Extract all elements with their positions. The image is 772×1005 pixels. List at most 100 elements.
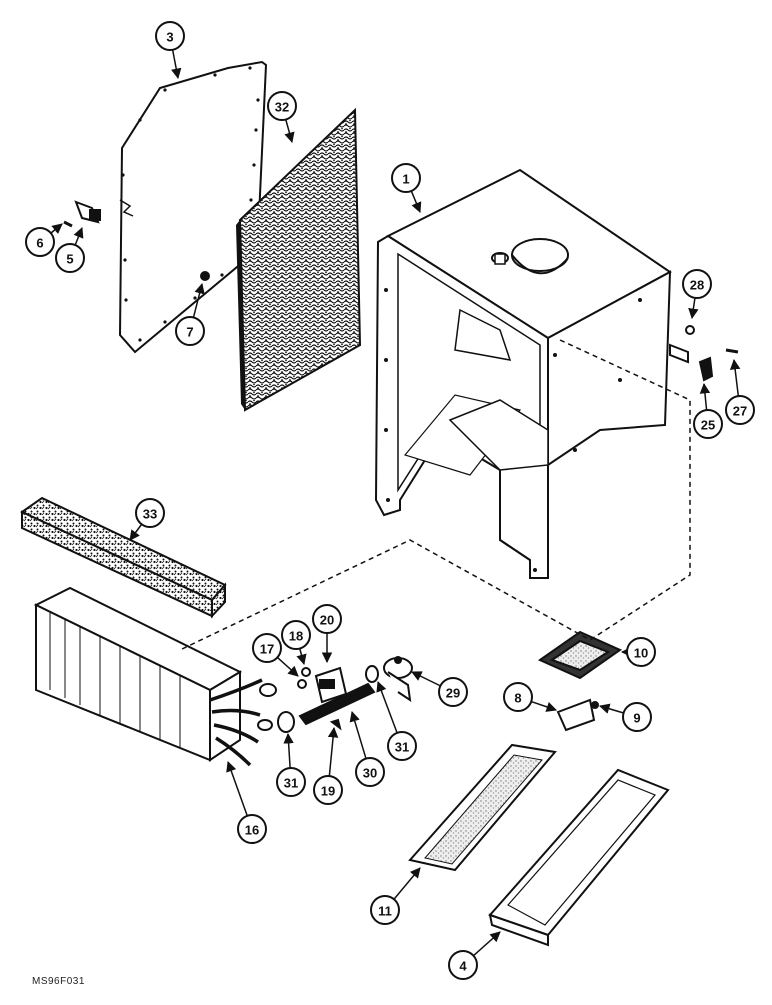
callout-16-leader (226, 761, 248, 817)
callout-28-leader (688, 297, 699, 320)
callout-7-label: 7 (186, 325, 193, 340)
callout-29-circle (438, 677, 468, 707)
filter-tray-11-part (408, 743, 557, 872)
callout-31b: 31 (376, 681, 417, 761)
bracket-8-part (556, 698, 596, 732)
latch-5-part (74, 200, 101, 224)
callout-16: 16 (226, 761, 267, 844)
callout-4: 4 (448, 931, 501, 980)
callout-27-label: 27 (733, 404, 747, 419)
screw-9-part (591, 701, 599, 709)
callout-25: 25 (693, 382, 723, 439)
callout-3: 3 (155, 21, 185, 80)
callout-10-label: 10 (634, 646, 648, 661)
callout-19-leader (327, 726, 339, 777)
gasket-10-part (537, 630, 623, 680)
callout-11: 11 (370, 867, 421, 925)
callout-8-leader (531, 700, 557, 712)
callout-1: 1 (391, 163, 422, 213)
callout-30-leader (349, 710, 367, 759)
callout-16-circle (237, 814, 267, 844)
side-panel-part (118, 60, 268, 354)
callout-6: 6 (25, 223, 63, 257)
callout-5-leader (73, 227, 84, 246)
callout-32-leader (284, 119, 295, 144)
callout-29-leader (411, 671, 441, 687)
callout-20-circle (312, 604, 342, 634)
callout-10: 10 (620, 637, 656, 667)
callout-19-label: 19 (321, 784, 335, 799)
o-ring-31b-part (365, 665, 379, 683)
callout-5-circle (55, 243, 85, 273)
callout-5: 5 (55, 227, 85, 273)
callout-4-leader (472, 931, 501, 957)
callout-3-leader (171, 49, 182, 80)
routing-dashed-line (179, 339, 691, 651)
callout-25-leader (699, 382, 711, 411)
callout-30: 30 (349, 710, 385, 787)
callout-25-circle (693, 409, 723, 439)
clip-19-part (329, 718, 342, 731)
nut-7-part (200, 271, 210, 281)
callout-1-label: 1 (402, 172, 409, 187)
callout-29: 29 (411, 671, 468, 707)
o-ring-31a-part (277, 711, 295, 733)
callout-11-circle (370, 895, 400, 925)
foam-seal-part (20, 496, 227, 619)
screw-6-part (63, 220, 73, 228)
callout-6-label: 6 (36, 236, 43, 251)
tube-30-part (298, 682, 376, 726)
callout-32: 32 (267, 91, 297, 144)
callout-9: 9 (598, 702, 652, 732)
callout-25-label: 25 (701, 418, 715, 433)
callout-11-leader (393, 867, 421, 900)
callout-28: 28 (682, 269, 712, 320)
callout-7-circle (175, 316, 205, 346)
callout-20-label: 20 (320, 613, 334, 628)
callout-4-circle (448, 950, 478, 980)
callout-3-label: 3 (166, 30, 173, 45)
thermostat-29-part (383, 656, 413, 703)
callout-8: 8 (503, 682, 557, 712)
nut-28-part (685, 325, 695, 335)
callout-31a-circle (276, 767, 306, 797)
callout-18-label: 18 (289, 629, 303, 644)
callout-6-circle (25, 227, 55, 257)
callout-20: 20 (312, 604, 342, 664)
callout-32-label: 32 (275, 100, 289, 115)
callout-1-circle (391, 163, 421, 193)
callout-18-circle (281, 620, 311, 650)
callout-29-label: 29 (446, 686, 460, 701)
callout-17: 17 (252, 633, 299, 677)
o-ring-17-part (297, 679, 307, 689)
callout-19-circle (313, 775, 343, 805)
callout-33: 33 (129, 498, 165, 541)
evaporator-core-part (33, 586, 277, 767)
callout-7-leader (192, 282, 205, 318)
o-ring-18-part (301, 667, 311, 677)
figure-code: MS96F031 (32, 976, 85, 987)
callout-28-circle (682, 269, 712, 299)
callout-33-circle (135, 498, 165, 528)
callout-31a: 31 (276, 732, 306, 797)
small-parts (63, 200, 739, 947)
callout-31b-leader (376, 681, 398, 734)
callout-7: 7 (175, 282, 205, 346)
callout-9-leader (598, 703, 624, 714)
callout-17-label: 17 (260, 642, 274, 657)
callout-9-circle (622, 702, 652, 732)
callout-31b-label: 31 (395, 740, 409, 755)
callout-28-label: 28 (690, 278, 704, 293)
callout-4-label: 4 (459, 959, 467, 974)
callout-17-circle (252, 633, 282, 663)
callout-27-circle (725, 395, 755, 425)
callout-9-label: 9 (633, 711, 640, 726)
callout-33-leader (129, 523, 143, 541)
callout-18: 18 (281, 620, 311, 666)
callout-11-label: 11 (378, 904, 392, 919)
callout-19: 19 (313, 726, 343, 805)
housing-part (374, 168, 672, 579)
expansion-valve-20-part (314, 666, 348, 704)
